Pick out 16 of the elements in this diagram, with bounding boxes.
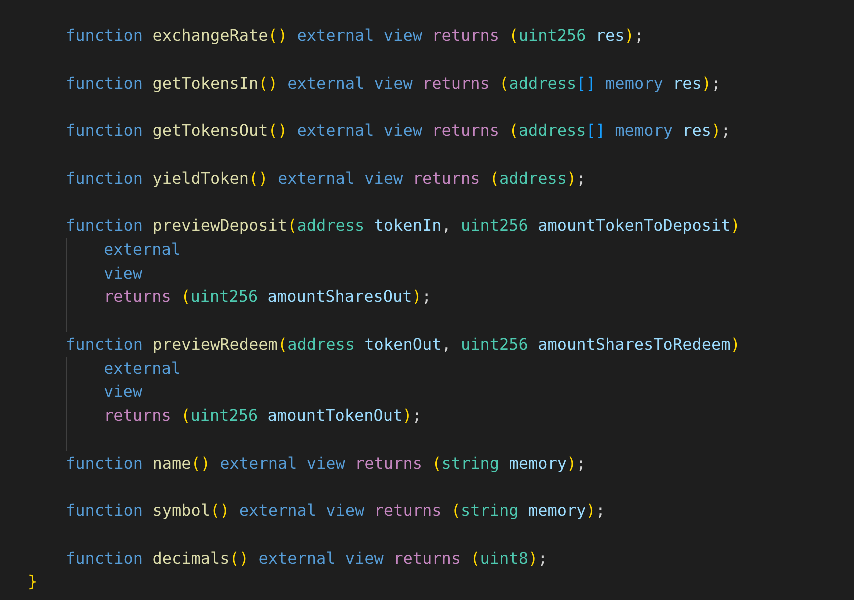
code-line: view [104,382,143,402]
code-line: returns (uint256 amountTokenOut); [104,406,422,426]
code-line: function yieldToken() external view returns (address); [66,169,586,189]
code-line: function previewRedeem(address tokenOut, uint256 amountSharesToRedeem) [66,335,740,355]
code-line: } [28,572,38,592]
code-line: function getTokensOut() external view returns (address[] memory res); [66,121,731,141]
code-line: external [104,359,182,379]
code-line: function getTokensIn() external view returns (address[] memory res); [66,74,722,94]
code-line: external [104,240,182,260]
code-line: function previewDeposit(address tokenIn, uint256 amountTokenToDeposit) [66,216,740,236]
code-line: function exchangeRate() external view returns (uint256 res); [66,26,644,46]
code-line: function symbol() external view returns (string memory); [66,501,606,521]
code-line: returns (uint256 amountSharesOut); [104,287,432,307]
code-line: function name() external view returns (string memory); [66,454,586,474]
code-line: view [104,264,143,284]
code-line: function decimals() external view returns (uint8); [66,549,548,569]
